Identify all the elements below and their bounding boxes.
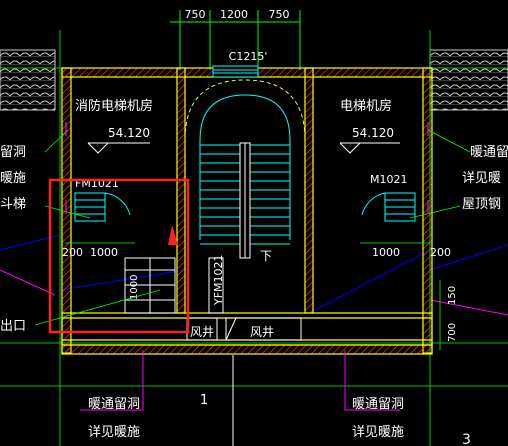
left-note-2: 暖施 bbox=[0, 171, 26, 186]
stair-treads bbox=[200, 144, 290, 245]
shaft-label-2: 风井 bbox=[250, 325, 274, 339]
selection-arrow-marker bbox=[168, 225, 178, 245]
axis-number: 1 bbox=[200, 393, 208, 408]
dim-right-1000: 1000 bbox=[372, 246, 400, 259]
level-markers bbox=[87, 142, 400, 154]
window-tag: C1215' bbox=[229, 50, 268, 63]
dim-left-1000: 1000 bbox=[90, 246, 118, 259]
left-room-level: 54.120 bbox=[108, 126, 150, 140]
right-door bbox=[361, 192, 416, 222]
room-dimension-lines bbox=[65, 242, 441, 350]
left-room-name: 消防电梯机房 bbox=[75, 98, 153, 114]
right-note-2: 详见暖 bbox=[462, 171, 501, 186]
dim-stair-1000: 1000 bbox=[129, 275, 140, 300]
left-note-1: 留洞 bbox=[0, 145, 26, 160]
top-dim-3: 750 bbox=[269, 8, 290, 21]
roof-tiles-right bbox=[429, 49, 508, 111]
dim-side-150: 150 bbox=[447, 286, 458, 305]
stair-arch bbox=[184, 79, 306, 141]
selection-highlight[interactable] bbox=[48, 178, 190, 334]
right-note-1: 暖通留 bbox=[470, 145, 508, 160]
corner-number: 3 bbox=[462, 432, 471, 446]
top-dim-1: 750 bbox=[185, 8, 206, 21]
stair-handrail bbox=[239, 142, 251, 259]
right-room-level: 54.120 bbox=[352, 126, 394, 140]
top-dim-2: 1200 bbox=[220, 8, 248, 21]
stair-direction: 下 bbox=[260, 249, 272, 263]
top-window bbox=[212, 65, 259, 78]
bottom-left-note-2: 详见暖施 bbox=[88, 425, 140, 440]
shaft-label-1: 风井 bbox=[190, 325, 214, 339]
dim-left-200: 200 bbox=[62, 246, 83, 259]
dim-side-700: 700 bbox=[447, 323, 458, 342]
bottom-right-note-1: 暖通留洞 bbox=[352, 397, 404, 412]
right-room-door: M1021 bbox=[370, 173, 408, 186]
right-leader-lines bbox=[409, 129, 471, 219]
vent-markers bbox=[65, 122, 429, 214]
right-note-3: 屋顶钢 bbox=[462, 197, 501, 212]
center-door-label: YFM1021 bbox=[212, 254, 225, 306]
exit-note: 出口 bbox=[0, 319, 26, 334]
bottom-right-note-2: 详见暖施 bbox=[352, 425, 404, 440]
left-stair-small bbox=[124, 257, 176, 314]
bottom-left-note-1: 暖通留洞 bbox=[88, 397, 140, 412]
dim-right-200: 200 bbox=[430, 246, 451, 259]
center-door-box bbox=[208, 257, 224, 314]
magenta-slope-lines bbox=[0, 269, 508, 316]
left-door bbox=[74, 192, 131, 222]
bottom-leader-lines bbox=[80, 350, 400, 411]
right-room-name: 电梯机房 bbox=[340, 98, 392, 114]
roof-tiles-left bbox=[0, 49, 56, 111]
left-leader-lines bbox=[34, 129, 161, 326]
top-dimension bbox=[170, 10, 301, 70]
left-note-3: 斗梯 bbox=[0, 197, 26, 212]
